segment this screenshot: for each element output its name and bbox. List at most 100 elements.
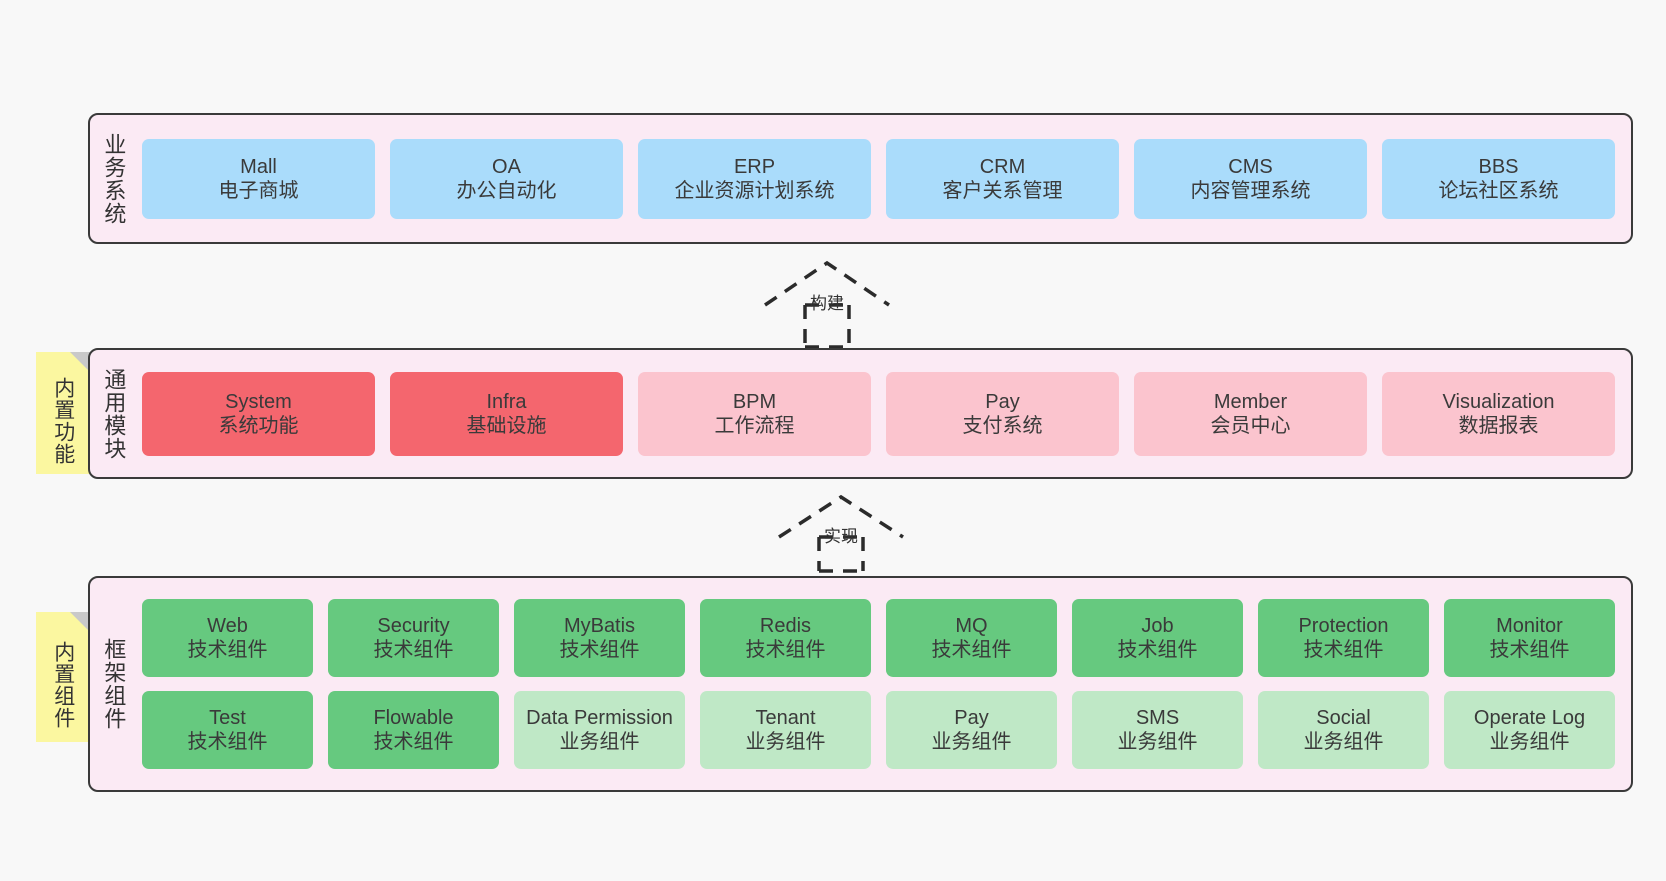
card-test[interactable]: Test 技术组件 <box>142 691 313 769</box>
card-title: Test <box>209 707 246 729</box>
card-subtitle: 支付系统 <box>962 414 1043 437</box>
card-title: ERP <box>733 155 776 178</box>
card-subtitle: 技术组件 <box>1117 639 1198 661</box>
card-monitor[interactable]: Monitor 技术组件 <box>1444 599 1615 677</box>
card-title: Tenant <box>755 707 816 729</box>
card-title: Pay <box>985 390 1020 413</box>
card-title: CMS <box>1228 155 1273 178</box>
card-title: CRM <box>979 155 1026 178</box>
card-row: Mall 电子商城 OA 办公自动化 ERP 企业资源计划系统 CRM 客户关系… <box>142 138 1615 219</box>
card-title: Protection <box>1298 615 1389 637</box>
card-subtitle: 技术组件 <box>559 639 640 661</box>
note-builtin-features: 内置功能 <box>36 352 90 474</box>
card-bpm[interactable]: BPM 工作流程 <box>638 371 871 456</box>
card-title: MQ <box>955 615 988 637</box>
card-subtitle: 业务组件 <box>1117 731 1198 753</box>
card-subtitle: 会员中心 <box>1210 414 1291 437</box>
card-flowable[interactable]: Flowable 技术组件 <box>328 691 499 769</box>
card-subtitle: 业务组件 <box>931 731 1012 753</box>
card-subtitle: 客户关系管理 <box>942 179 1063 202</box>
card-title: Operate Log <box>1473 707 1586 729</box>
card-bbs[interactable]: BBS 论坛社区系统 <box>1382 138 1615 219</box>
arrow-implement: 实现 <box>771 493 911 573</box>
layer-label-common-modules: 通用模块 <box>101 367 127 460</box>
layer-body-framework-components: Web 技术组件 Security 技术组件 MyBatis 技术组件 Redi… <box>136 578 1631 790</box>
layer-framework-components: 框架组件 Web 技术组件 Security 技术组件 MyBatis 技术组件… <box>88 576 1633 792</box>
card-title: Monitor <box>1496 615 1563 637</box>
card-subtitle: 办公自动化 <box>456 179 557 202</box>
card-data-permission[interactable]: Data Permission 业务组件 <box>514 691 685 769</box>
note-builtin-components: 内置组件 <box>36 612 90 742</box>
card-pay[interactable]: Pay 支付系统 <box>886 371 1119 456</box>
card-title: SMS <box>1135 707 1180 729</box>
card-title: BPM <box>732 390 777 413</box>
card-title: BBS <box>1478 155 1519 178</box>
card-title: Infra <box>486 390 527 413</box>
card-system[interactable]: System 系统功能 <box>142 371 375 456</box>
card-social[interactable]: Social 业务组件 <box>1258 691 1429 769</box>
card-subtitle: 技术组件 <box>1489 639 1570 661</box>
card-pay-business[interactable]: Pay 业务组件 <box>886 691 1057 769</box>
card-row: Web 技术组件 Security 技术组件 MyBatis 技术组件 Redi… <box>142 599 1615 677</box>
card-subtitle: 业务组件 <box>559 731 640 753</box>
card-protection[interactable]: Protection 技术组件 <box>1258 599 1429 677</box>
card-title: MyBatis <box>563 615 636 637</box>
card-subtitle: 基础设施 <box>466 414 547 437</box>
card-title: Data Permission <box>526 707 673 729</box>
card-subtitle: 技术组件 <box>373 639 454 661</box>
card-subtitle: 技术组件 <box>187 731 268 753</box>
card-infra[interactable]: Infra 基础设施 <box>390 371 623 456</box>
note-label: 内置功能 <box>51 377 75 465</box>
card-member[interactable]: Member 会员中心 <box>1134 371 1367 456</box>
card-title: Visualization <box>1442 390 1555 413</box>
card-title: Redis <box>759 615 812 637</box>
card-subtitle: 业务组件 <box>1489 731 1570 753</box>
card-subtitle: 技术组件 <box>187 639 268 661</box>
card-title: Security <box>377 615 450 637</box>
card-subtitle: 论坛社区系统 <box>1438 179 1559 202</box>
card-subtitle: 技术组件 <box>373 731 454 753</box>
card-title: Web <box>207 615 248 637</box>
card-tenant[interactable]: Tenant 业务组件 <box>700 691 871 769</box>
card-job[interactable]: Job 技术组件 <box>1072 599 1243 677</box>
card-subtitle: 企业资源计划系统 <box>674 179 835 202</box>
card-web[interactable]: Web 技术组件 <box>142 599 313 677</box>
note-fold-icon <box>70 352 90 372</box>
card-oa[interactable]: OA 办公自动化 <box>390 138 623 219</box>
card-title: Social <box>1316 707 1371 729</box>
card-title: Member <box>1213 390 1288 413</box>
card-subtitle: 内容管理系统 <box>1190 179 1311 202</box>
card-subtitle: 数据报表 <box>1458 414 1539 437</box>
layer-body-common-modules: System 系统功能 Infra 基础设施 BPM 工作流程 Pay 支付系统… <box>136 350 1631 477</box>
layer-body-business-systems: Mall 电子商城 OA 办公自动化 ERP 企业资源计划系统 CRM 客户关系… <box>136 115 1631 242</box>
card-subtitle: 技术组件 <box>745 639 826 661</box>
card-subtitle: 技术组件 <box>1303 639 1384 661</box>
card-subtitle: 工作流程 <box>714 414 795 437</box>
card-title: OA <box>492 155 521 178</box>
card-subtitle: 技术组件 <box>931 639 1012 661</box>
card-cms[interactable]: CMS 内容管理系统 <box>1134 138 1367 219</box>
card-sms[interactable]: SMS 业务组件 <box>1072 691 1243 769</box>
card-title: Pay <box>954 707 989 729</box>
card-subtitle: 业务组件 <box>1303 731 1384 753</box>
card-subtitle: 系统功能 <box>218 414 299 437</box>
layer-common-modules: 通用模块 System 系统功能 Infra 基础设施 BPM 工作流程 Pay… <box>88 348 1633 479</box>
layer-label-business-systems: 业务系统 <box>101 132 127 225</box>
card-mq[interactable]: MQ 技术组件 <box>886 599 1057 677</box>
card-erp[interactable]: ERP 企业资源计划系统 <box>638 138 871 219</box>
card-mall[interactable]: Mall 电子商城 <box>142 138 375 219</box>
card-title: Mall <box>240 155 277 178</box>
card-redis[interactable]: Redis 技术组件 <box>700 599 871 677</box>
arrow-label-build: 构建 <box>810 294 844 313</box>
card-row: Test 技术组件 Flowable 技术组件 Data Permission … <box>142 691 1615 769</box>
card-crm[interactable]: CRM 客户关系管理 <box>886 138 1119 219</box>
layer-label-framework-components: 框架组件 <box>101 638 127 730</box>
card-row: System 系统功能 Infra 基础设施 BPM 工作流程 Pay 支付系统… <box>142 371 1615 456</box>
card-subtitle: 业务组件 <box>745 731 826 753</box>
card-visualization[interactable]: Visualization 数据报表 <box>1382 371 1615 456</box>
card-security[interactable]: Security 技术组件 <box>328 599 499 677</box>
card-mybatis[interactable]: MyBatis 技术组件 <box>514 599 685 677</box>
card-title: Flowable <box>373 707 454 729</box>
card-operate-log[interactable]: Operate Log 业务组件 <box>1444 691 1615 769</box>
